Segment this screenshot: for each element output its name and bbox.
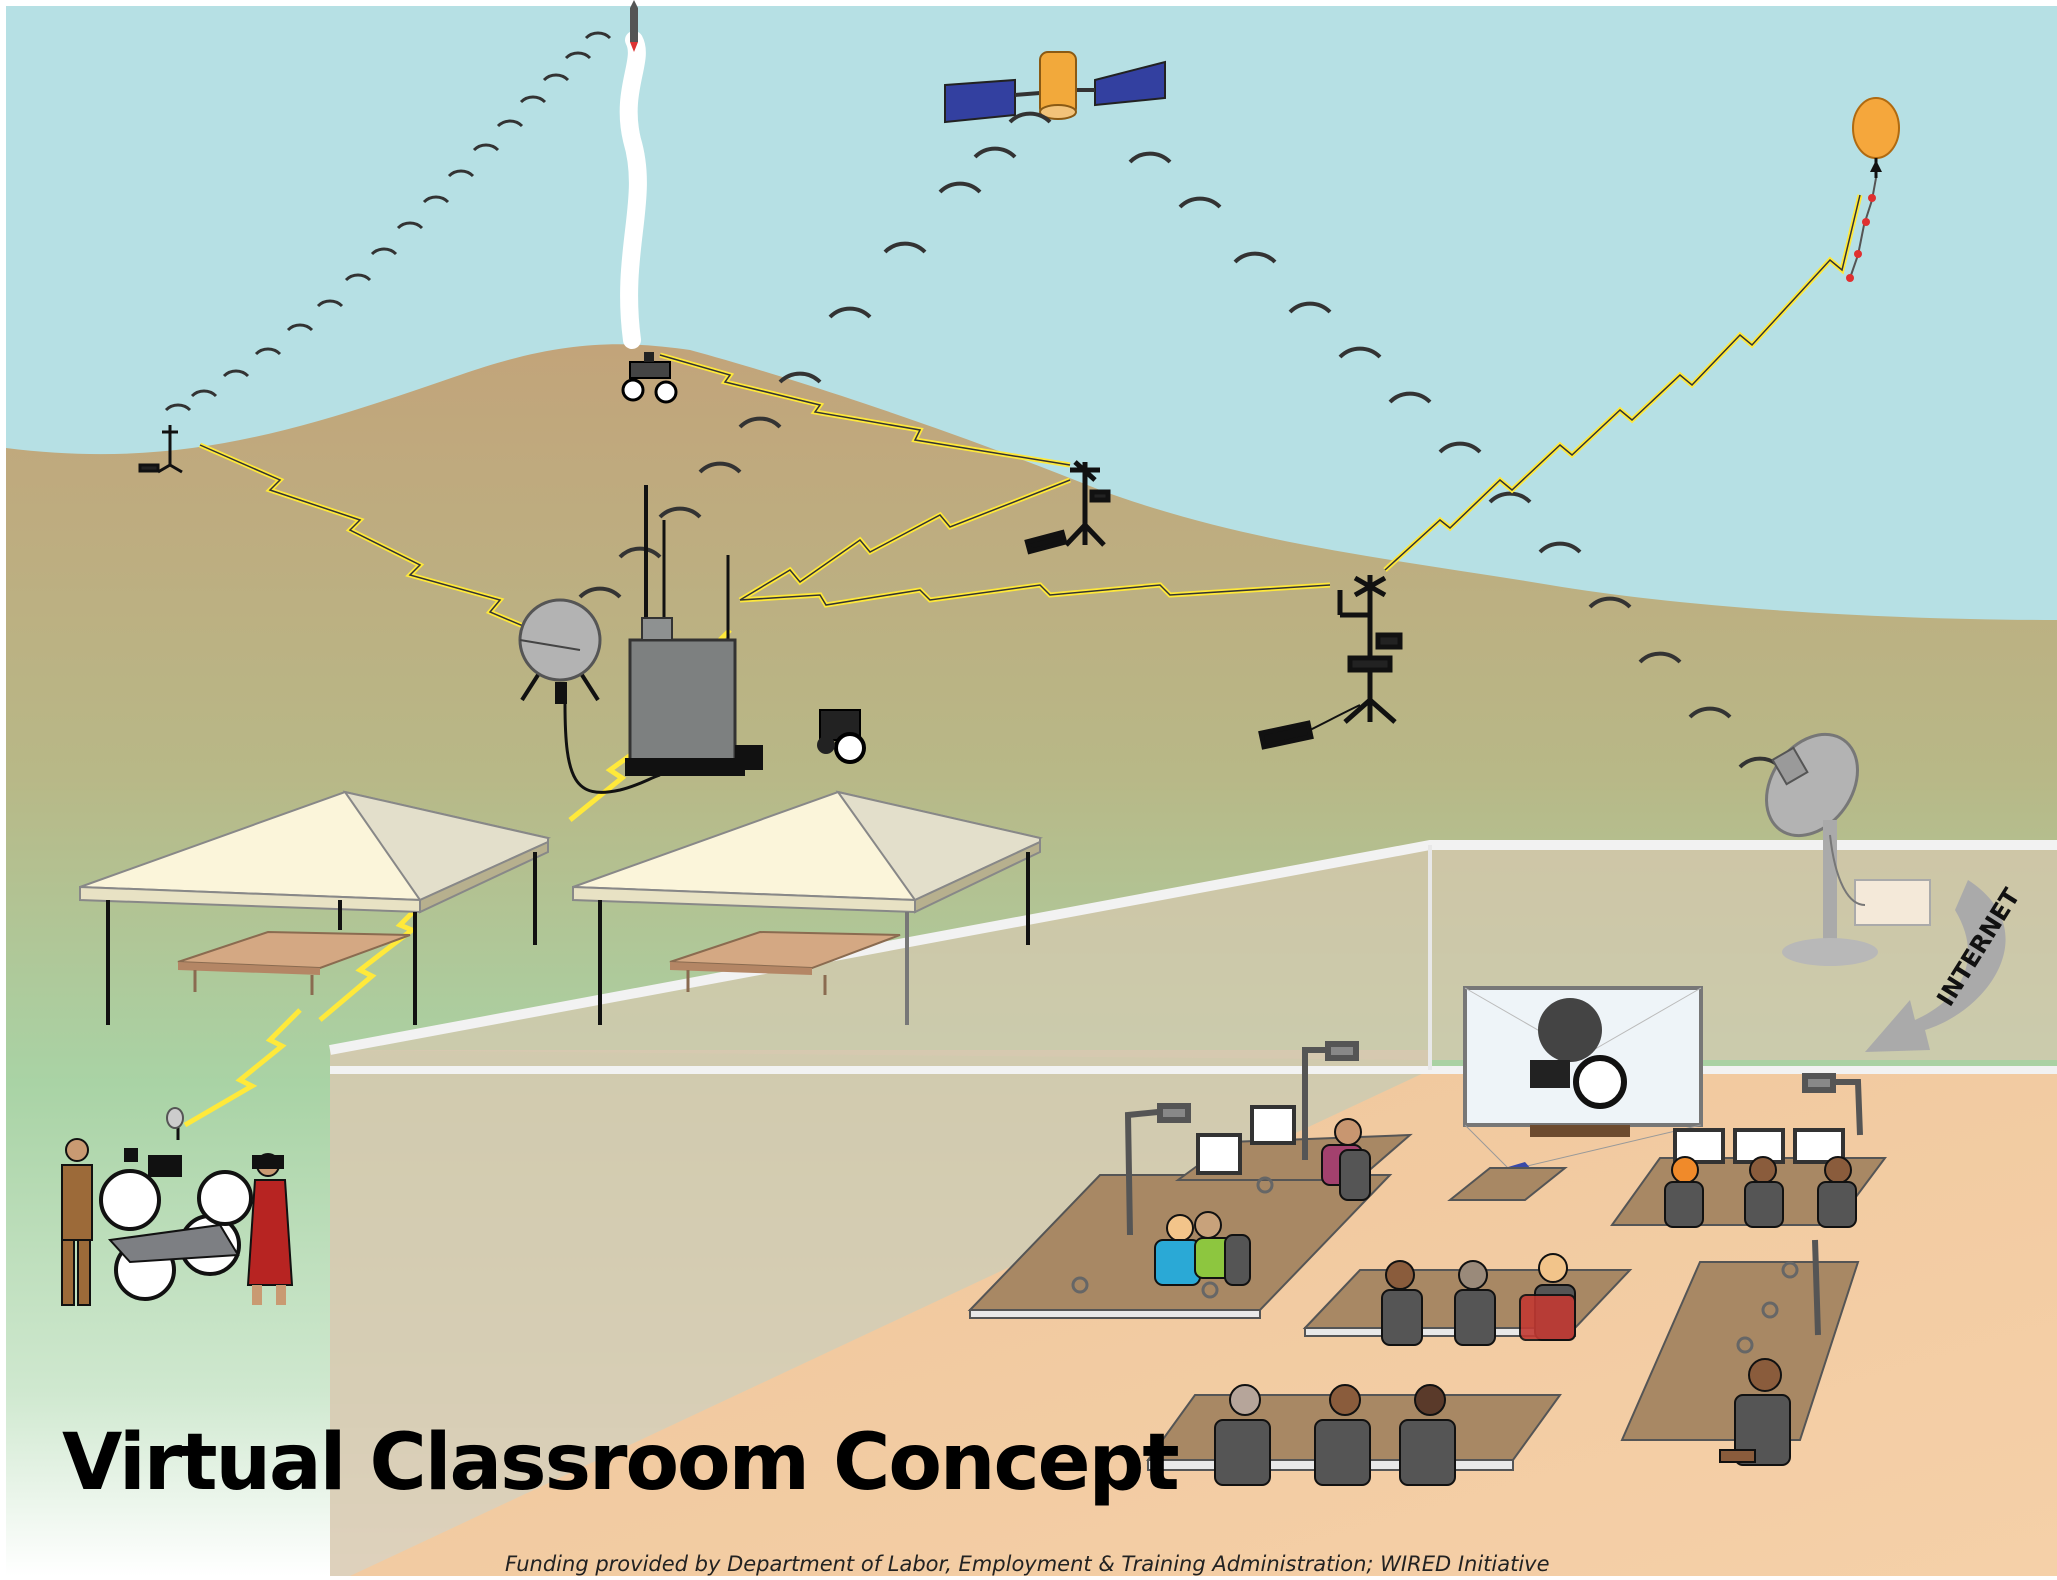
headset-icon: [1071, 1176, 1799, 1354]
diagram-title: Virtual Classroom Concept: [62, 1418, 1180, 1508]
document-camera-icon: [1124, 1041, 1863, 1336]
satellite-dish-icon: [1765, 732, 1931, 966]
tent-icon: [572, 790, 1043, 1025]
camera-crew-icon: [61, 1107, 294, 1306]
equipment-cabinet-icon: [625, 485, 763, 776]
lightning-link-icon: [199, 194, 1861, 651]
weather-balloon-icon: [1846, 97, 1900, 282]
student-icon: [1154, 1118, 1857, 1486]
weather-station-icon: [1258, 575, 1403, 750]
satellite-dish-icon: [518, 598, 661, 794]
rocket-icon: [619, 0, 647, 349]
satellite-icon: [944, 51, 1166, 124]
rover-icon: [621, 352, 678, 404]
weather-station-icon: [1024, 460, 1111, 555]
projection-screen-icon: [1463, 986, 1703, 1178]
tent-icon: [79, 790, 552, 1025]
rover-icon: [817, 709, 866, 764]
weather-station-icon: [138, 425, 183, 474]
funding-credit: Funding provided by Department of Labor,…: [505, 1552, 1550, 1576]
